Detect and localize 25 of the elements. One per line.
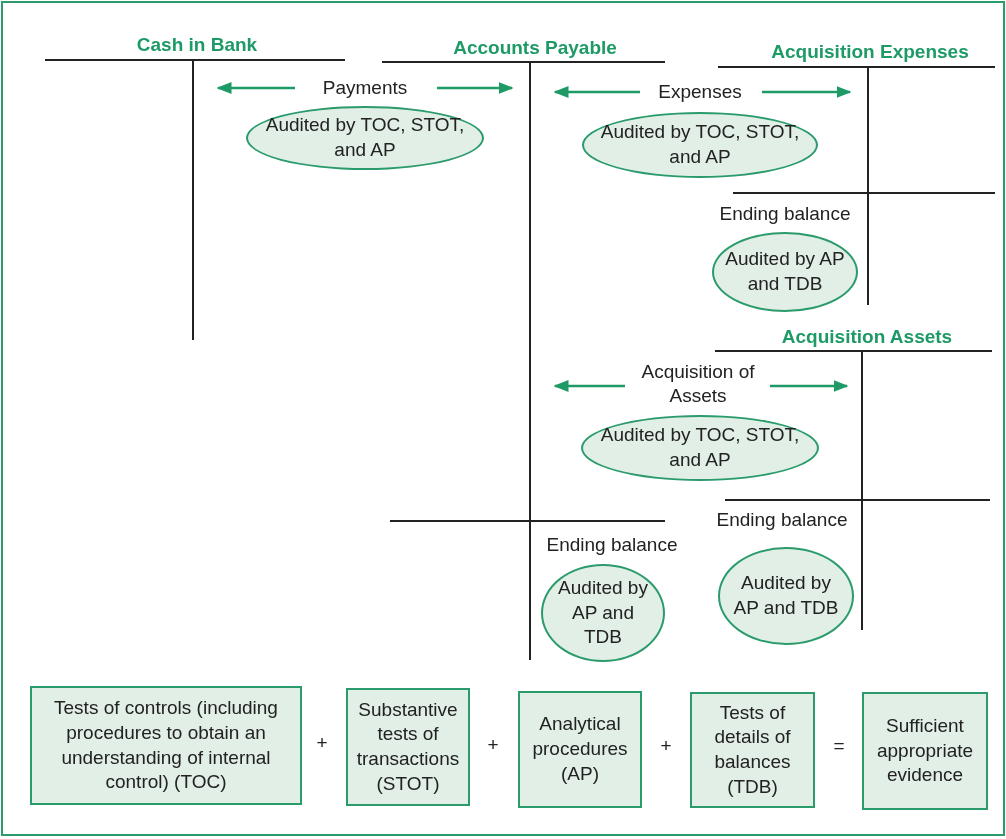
balance-label: Ending balance — [719, 202, 851, 226]
audit-oval: Audited by AP and TDB — [712, 232, 858, 312]
audit-oval: Audited by AP and TDB — [541, 564, 665, 662]
audit-oval: Audited by AP and TDB — [718, 547, 854, 645]
procedure-box: Substantive tests of transactions (STOT) — [346, 688, 470, 806]
transaction-label: Acquisition of Assets — [640, 360, 756, 408]
account-title: Acquisition Assets — [781, 325, 953, 349]
operator-sign: + — [316, 731, 328, 755]
operator-sign: + — [660, 734, 672, 758]
procedure-box: Sufficient appropriate evidence — [862, 692, 988, 810]
account-title: Cash in Bank — [136, 33, 258, 57]
transaction-label: Expenses — [658, 80, 742, 104]
operator-sign: + — [487, 733, 499, 757]
account-title: Accounts Payable — [453, 36, 617, 60]
operator-sign: = — [833, 734, 845, 758]
transaction-label: Payments — [322, 76, 408, 100]
account-title: Acquisition Expenses — [771, 40, 969, 64]
audit-oval: Audited by TOC, STOT, and AP — [582, 112, 818, 178]
balance-label: Ending balance — [546, 533, 678, 557]
balance-label: Ending balance — [716, 508, 848, 532]
audit-oval: Audited by TOC, STOT, and AP — [581, 415, 819, 481]
audit-oval: Audited by TOC, STOT, and AP — [246, 106, 484, 170]
procedure-box: Tests of details of balances (TDB) — [690, 692, 815, 808]
procedure-box: Tests of controls (including procedures to obtain an understanding of internal control) (TOC) — [30, 686, 302, 805]
procedure-box: Analytical procedures (AP) — [518, 691, 642, 808]
